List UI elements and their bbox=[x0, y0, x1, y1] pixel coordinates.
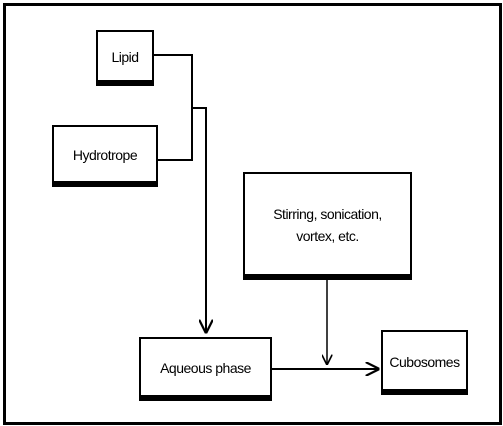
node-process-label: Stirring, sonication, vortex, etc. bbox=[273, 206, 382, 244]
node-hydrotrope: Hydrotrope bbox=[52, 125, 158, 187]
node-aqueous-label: Aqueous phase bbox=[160, 360, 251, 377]
node-process: Stirring, sonication, vortex, etc. bbox=[243, 172, 412, 280]
connector-lipid bbox=[154, 54, 206, 332]
connector-hydrotrope bbox=[158, 108, 193, 161]
node-lipid: Lipid bbox=[96, 30, 154, 86]
node-cubosomes-label: Cubosomes bbox=[389, 353, 460, 370]
node-lipid-label: Lipid bbox=[111, 49, 139, 66]
node-cubosomes: Cubosomes bbox=[381, 330, 468, 395]
node-aqueous-phase: Aqueous phase bbox=[139, 337, 272, 401]
node-hydrotrope-label: Hydrotrope bbox=[72, 147, 138, 164]
